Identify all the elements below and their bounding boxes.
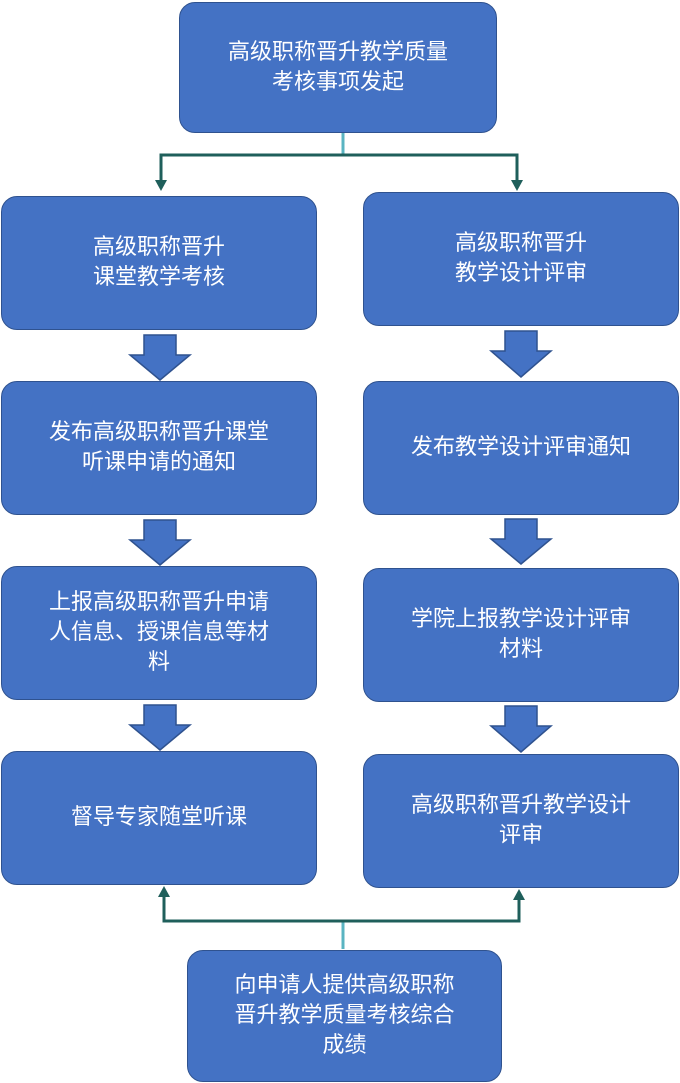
block-arrow-right-2 <box>488 518 554 565</box>
publish-review-notice-node: 发布教学设计评审通知 <box>363 381 679 515</box>
merge-arrowhead-right <box>513 889 525 900</box>
publish-review-notice-label: 发布教学设计评审通知 <box>410 435 631 460</box>
split-connector <box>159 153 519 188</box>
expert-observation-label: 督导专家随堂听课 <box>70 805 247 830</box>
merge-arrowhead-left <box>158 886 170 897</box>
block-arrow-left-2 <box>127 519 193 566</box>
final-result-node: 向申请人提供高级职称 晋升教学质量考核综合 成绩 <box>187 950 502 1082</box>
design-review-session-label: 高级职称晋升教学设计 评审 <box>410 793 631 848</box>
start-node-label: 高级职称晋升教学质量 考核事项发起 <box>227 39 448 95</box>
classroom-assessment-node: 高级职称晋升 课堂教学考核 <box>1 196 317 330</box>
submit-applicant-info-node: 上报高级职称晋升申请 人信息、授课信息等材 料 <box>1 566 317 700</box>
submit-applicant-info-label: 上报高级职称晋升申请 人信息、授课信息等材 料 <box>48 590 269 675</box>
classroom-assessment-label: 高级职称晋升 课堂教学考核 <box>92 235 225 290</box>
submit-review-materials-label: 学院上报教学设计评审 材料 <box>410 607 631 662</box>
final-result-label: 向申请人提供高级职称 晋升教学质量考核综合 成绩 <box>234 973 455 1058</box>
block-arrow-left-1 <box>127 334 193 381</box>
merge-connector <box>162 895 521 923</box>
block-arrow-right-1 <box>488 330 554 378</box>
start-node: 高级职称晋升教学质量 考核事项发起 <box>179 2 497 133</box>
block-arrow-right-3 <box>488 705 554 753</box>
publish-lecture-notice-node: 发布高级职称晋升课堂 听课申请的通知 <box>1 381 317 515</box>
submit-review-materials-node: 学院上报教学设计评审 材料 <box>363 568 679 702</box>
design-review-session-node: 高级职称晋升教学设计 评审 <box>363 754 679 888</box>
block-arrow-left-3 <box>127 704 193 751</box>
publish-lecture-notice-label: 发布高级职称晋升课堂 听课申请的通知 <box>48 420 269 475</box>
expert-observation-node: 督导专家随堂听课 <box>1 751 317 885</box>
design-review-node: 高级职称晋升 教学设计评审 <box>363 192 679 326</box>
split-arrowhead-right <box>511 180 523 191</box>
split-arrowhead-left <box>155 180 167 191</box>
design-review-label: 高级职称晋升 教学设计评审 <box>454 231 587 286</box>
